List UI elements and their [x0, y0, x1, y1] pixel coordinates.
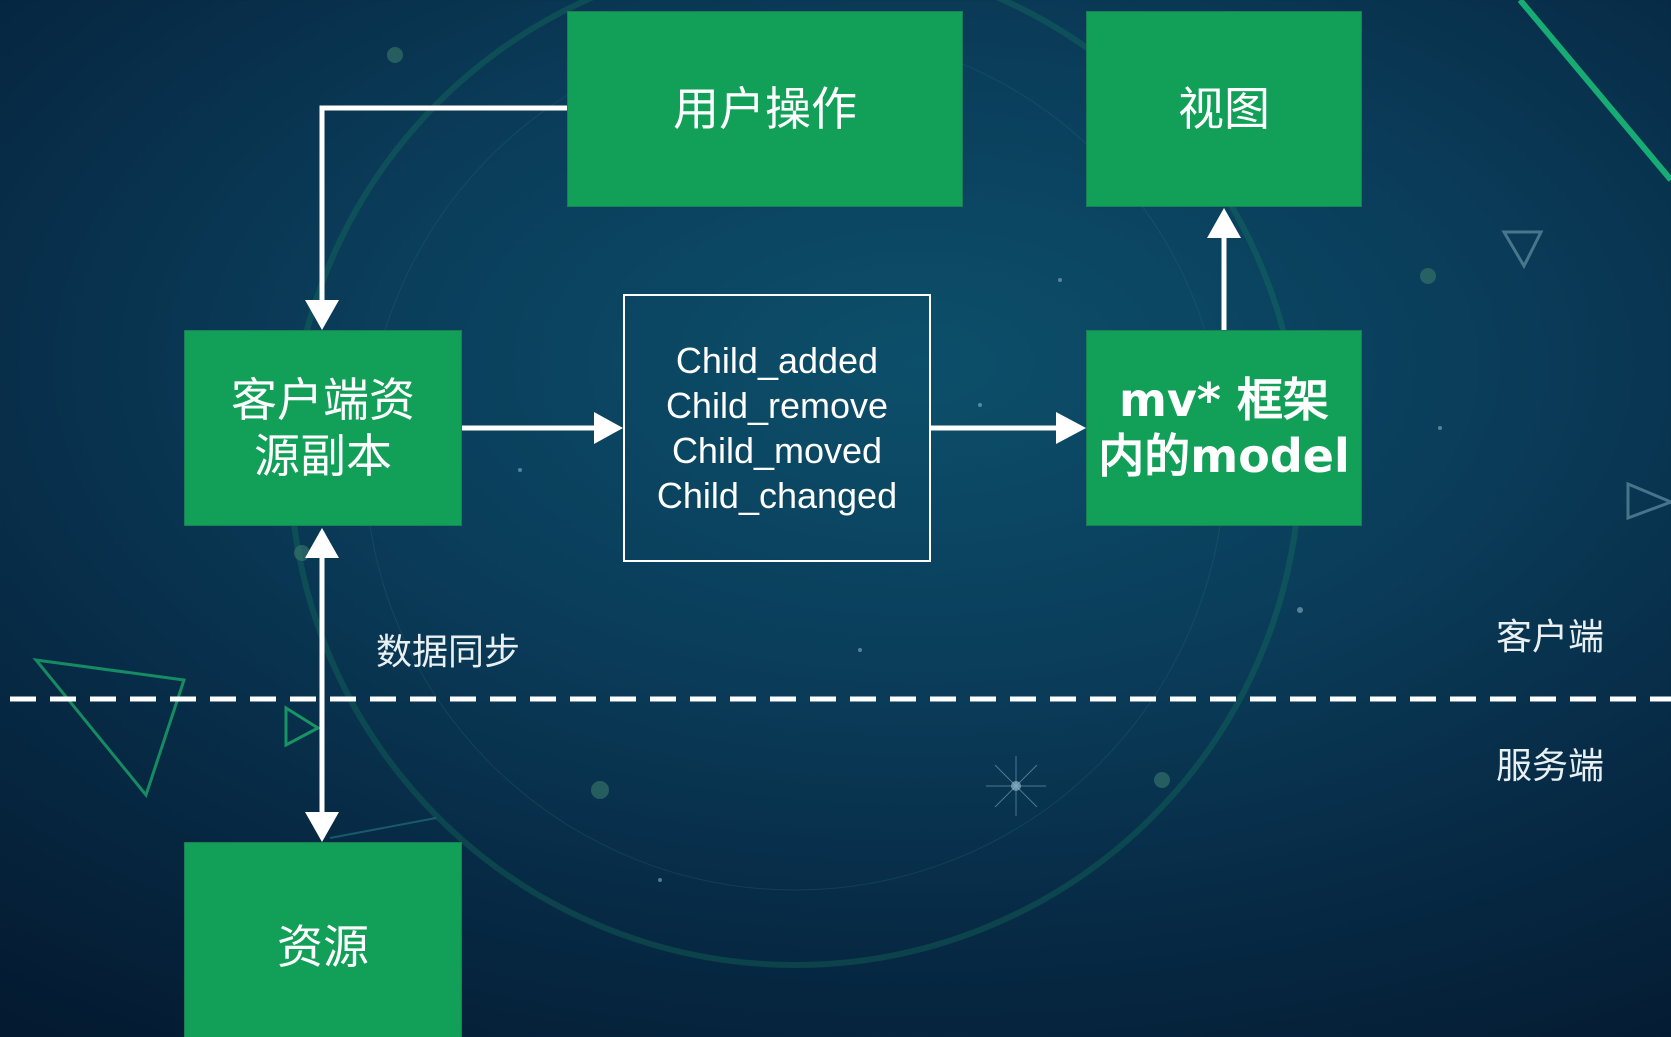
bg-speck [1058, 278, 1062, 282]
event-list-box: Child_added Child_remove Child_moved Chi… [623, 294, 931, 562]
resource-label: 资源 [277, 920, 369, 974]
framework-model-box: mv* 框架 内的model [1086, 330, 1362, 526]
client-copy-label-line1: 客户端资 [231, 373, 415, 427]
bg-triangle-right [1626, 481, 1671, 521]
user-action-box: 用户操作 [567, 11, 963, 207]
arrowhead-right [1056, 412, 1086, 444]
client-copy-box: 客户端资 源副本 [184, 330, 462, 526]
bg-dot [1420, 268, 1436, 284]
bg-dot [1154, 772, 1170, 788]
arrowhead-down [305, 300, 339, 330]
resource-box: 资源 [184, 842, 462, 1037]
client-copy-label-line2: 源副本 [254, 429, 392, 483]
bg-slash [329, 817, 437, 839]
arrowhead-up [305, 528, 339, 558]
bg-speck [978, 403, 982, 407]
bg-speck [518, 468, 522, 472]
bg-speck [1438, 426, 1442, 430]
client-side-label: 客户端 [1496, 617, 1605, 658]
event-item: Child_changed [656, 475, 898, 516]
bg-streak [1517, 0, 1671, 182]
bg-starburst [986, 756, 1046, 816]
bg-speck [858, 648, 862, 652]
arrow-user-action-to-client-copy [319, 105, 567, 302]
bg-triangle-top-right [1501, 230, 1544, 270]
event-item: Child_moved [671, 430, 883, 471]
framework-model-label-line1: mv* 框架 [1119, 373, 1329, 427]
framework-model-label-line2: 内的model [1098, 429, 1350, 483]
bg-triangle-left [32, 658, 186, 799]
bg-triangle-small [284, 705, 321, 748]
event-item: Child_added [675, 340, 879, 381]
bg-speck [1297, 607, 1303, 613]
data-sync-label: 数据同步 [376, 632, 521, 673]
bg-star [1011, 781, 1021, 791]
view-box: 视图 [1086, 11, 1362, 207]
server-side-label: 服务端 [1496, 746, 1605, 787]
arrowhead-right [594, 412, 623, 444]
bg-dot [591, 781, 609, 799]
bg-speck [658, 878, 662, 882]
arrowhead-down [305, 812, 339, 842]
user-action-label: 用户操作 [673, 82, 857, 136]
event-item: Child_remove [665, 385, 889, 426]
view-label: 视图 [1178, 82, 1270, 136]
bg-dot [387, 47, 403, 63]
arrowhead-up [1207, 208, 1241, 238]
